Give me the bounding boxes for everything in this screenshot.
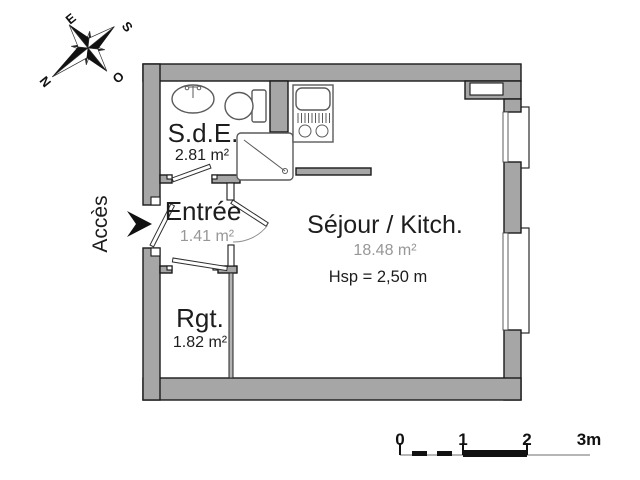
rgt-door — [171, 257, 228, 272]
room-area-sejour: 18.48 m² — [353, 242, 417, 259]
drainer-lines — [297, 113, 330, 123]
sejour-door — [230, 199, 269, 243]
kitchen-sink-icon — [295, 87, 331, 111]
toilet-fixture — [224, 89, 267, 123]
scale-tick-0-label: 0 — [395, 430, 404, 449]
window-lower — [504, 227, 530, 334]
interior-walls — [159, 80, 372, 379]
partition-rgt-sejour — [228, 272, 234, 379]
scale-tick-1-label: 1 — [458, 430, 467, 449]
window-upper — [504, 106, 530, 169]
wall-niche — [469, 82, 504, 96]
room-labels: S.d.E. 2.81 m² Entrée 1.41 m² Séjour / K… — [165, 118, 463, 351]
sink-fixture — [171, 84, 215, 114]
access-label: Accès — [89, 195, 112, 252]
compass-rose-icon: E S O N — [37, 10, 137, 90]
access-arrow-icon — [127, 211, 152, 237]
exterior-walls — [142, 63, 522, 401]
door-jambs — [150, 174, 235, 271]
kitchenette-unit — [292, 84, 334, 143]
compass-west-label: O — [110, 68, 127, 86]
bathroom-door — [171, 163, 212, 183]
scale-tick-3-label: 3m — [577, 430, 602, 449]
scale-tick-2-label: 2 — [522, 430, 531, 449]
window-glazing-lower — [502, 232, 509, 331]
room-label-entree: Entrée — [165, 196, 242, 226]
scale-bar: 0 1 2 3m — [395, 430, 601, 457]
compass-south-label: S — [119, 19, 136, 35]
room-label-sde: S.d.E. — [168, 118, 239, 148]
compass-east-label: E — [63, 10, 79, 27]
ceiling-height-note: Hsp = 2,50 m — [329, 268, 428, 286]
room-label-sejour: Séjour / Kitch. — [307, 211, 463, 239]
faucet-icon — [184, 85, 202, 98]
room-label-rgt: Rgt. — [176, 303, 224, 333]
burner-icon — [298, 124, 312, 138]
room-area-entree: 1.41 m² — [180, 228, 235, 245]
burner-icon — [315, 124, 329, 138]
shower-fixture — [236, 132, 294, 181]
compass-north-label: N — [37, 73, 55, 90]
room-area-rgt: 1.82 m² — [173, 334, 228, 351]
room-area-sde: 2.81 m² — [175, 147, 230, 164]
entrance-door — [149, 203, 176, 248]
window-glazing-upper — [502, 111, 509, 163]
